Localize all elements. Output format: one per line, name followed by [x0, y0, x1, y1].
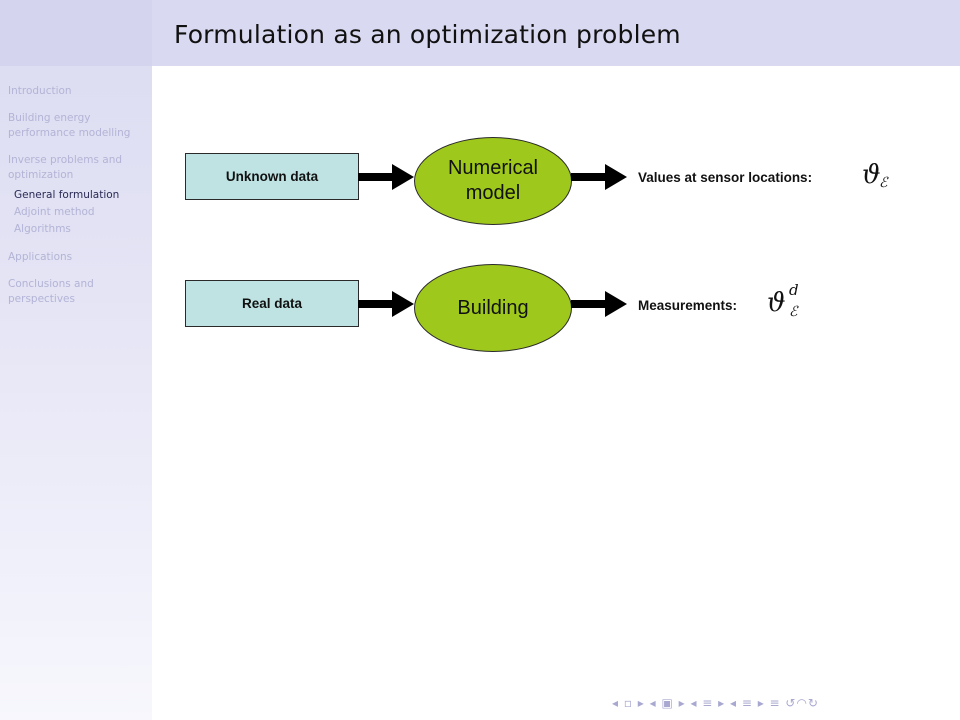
slide-header: Formulation as an optimization problem: [152, 0, 960, 66]
real-data-label: Real data: [241, 296, 303, 311]
arrow-right-icon: [571, 164, 627, 190]
nav-item-introduction[interactable]: Introduction: [8, 85, 72, 97]
sidebar: Introduction Building energy performance…: [0, 0, 152, 720]
nav-item-building-energy[interactable]: Building energy performance modelling: [8, 112, 131, 139]
arrow-right-icon: [571, 291, 627, 317]
arrow-right-icon: [358, 291, 414, 317]
theta-subscript: ℰ: [789, 304, 798, 320]
building-node: Building: [414, 264, 572, 352]
numerical-model-line2: model: [465, 182, 521, 204]
subsection-navigation: General formulation Adjoint method Algor…: [8, 187, 148, 238]
beamer-navigation-controls[interactable]: ◂ ▫ ▸ ◂ ▣ ▸ ◂ ≡ ▸ ◂ ≡ ▸ ≡ ↺◠↻: [612, 696, 819, 710]
nav-subitem-adjoint-method[interactable]: Adjoint method: [14, 206, 95, 218]
unknown-data-box: Unknown data: [185, 153, 359, 200]
numerical-model-node: Numerical model: [414, 137, 572, 225]
sensor-values-label: Values at sensor locations:: [638, 170, 813, 185]
sidebar-header: [0, 0, 152, 66]
slide-title: Formulation as an optimization problem: [174, 20, 681, 49]
theta-symbol: ϑ: [862, 160, 881, 190]
theta-symbol: ϑ: [767, 288, 786, 318]
nav-subitem-algorithms[interactable]: Algorithms: [14, 223, 71, 235]
numerical-model-line1: Numerical: [447, 157, 539, 179]
nav-item-applications[interactable]: Applications: [8, 251, 73, 263]
nav-item-conclusions[interactable]: Conclusions and perspectives: [8, 278, 94, 305]
nav-subitem-general-formulation[interactable]: General formulation: [14, 189, 120, 201]
measurements-label: Measurements:: [638, 298, 738, 313]
real-data-box: Real data: [185, 280, 359, 327]
theta-superscript: d: [789, 281, 799, 299]
unknown-data-label: Unknown data: [225, 169, 319, 184]
nav-item-inverse-problems[interactable]: Inverse problems and optimization: [8, 154, 123, 181]
section-navigation: Introduction Building energy performance…: [8, 84, 148, 319]
theta-subscript: ℰ: [879, 175, 888, 191]
building-label: Building: [457, 296, 529, 319]
arrow-right-icon: [358, 164, 414, 190]
